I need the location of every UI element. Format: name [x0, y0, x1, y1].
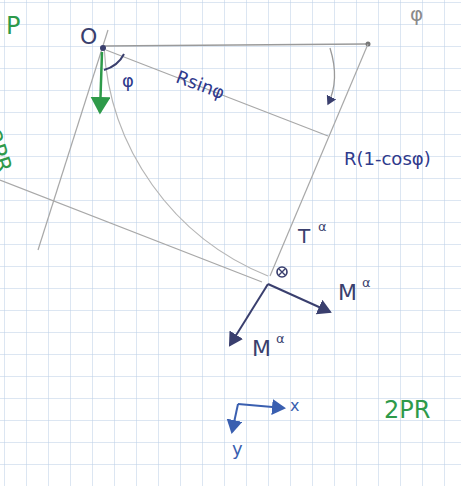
force-arrow	[268, 284, 330, 312]
moment-value: 2PR	[384, 398, 430, 422]
out-of-plane-symbol	[279, 269, 285, 275]
angle-arc	[104, 54, 124, 70]
superscript: α	[318, 220, 327, 233]
dimension-line	[106, 50, 328, 136]
angle-name: φ	[122, 72, 134, 90]
force-name: T	[298, 226, 310, 246]
axis-name: x	[290, 398, 299, 414]
dimension-line	[38, 30, 108, 250]
angle-name: φ	[410, 4, 423, 24]
arc	[104, 46, 268, 276]
y-axis	[232, 404, 238, 432]
superscript: α	[276, 332, 285, 345]
dimension-line	[0, 180, 262, 282]
point-o	[100, 45, 106, 51]
out-of-plane-symbol	[277, 267, 287, 277]
force-arrow	[100, 52, 102, 112]
point-name: O	[80, 26, 97, 48]
x-axis	[238, 404, 284, 408]
superscript: α	[362, 276, 371, 289]
axis-name: y	[232, 440, 243, 458]
moment-name: M	[252, 338, 271, 360]
force-name: M	[338, 282, 357, 304]
moment-arrow	[230, 284, 268, 345]
angle-arrow	[328, 48, 335, 104]
dimension-text: R(1-cosφ)	[344, 150, 431, 168]
force-name: P	[6, 14, 20, 38]
reference-line	[104, 44, 366, 46]
